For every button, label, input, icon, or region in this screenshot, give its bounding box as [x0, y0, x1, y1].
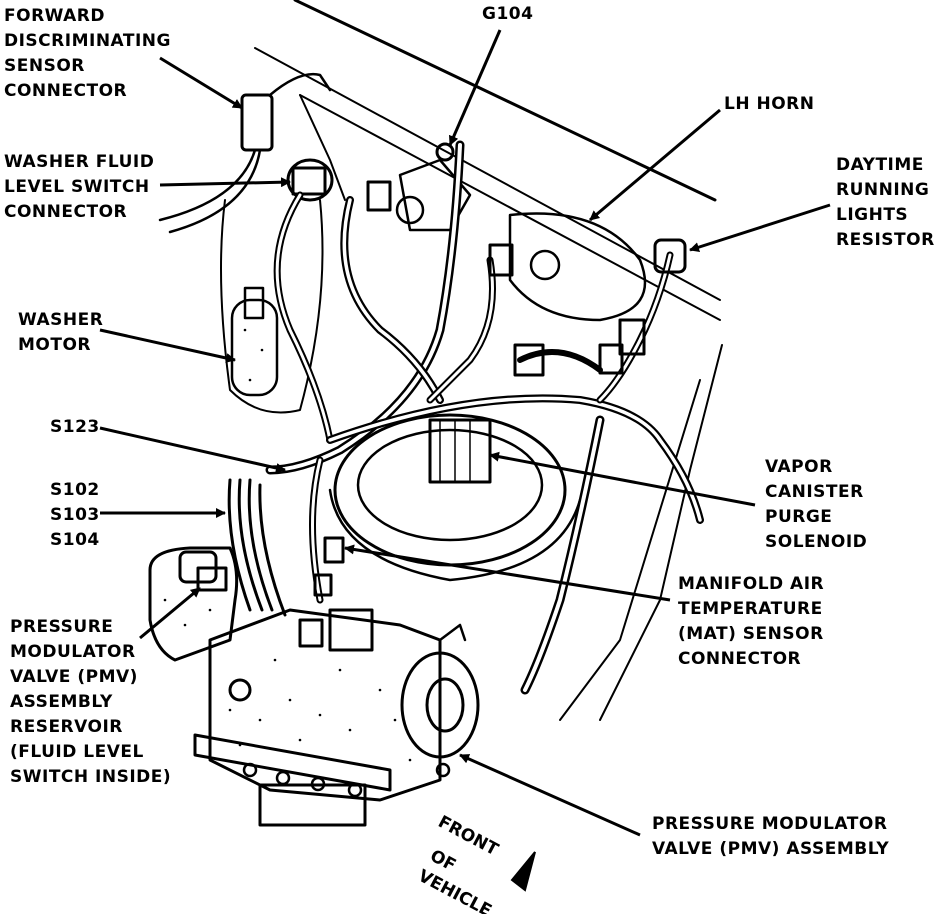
pmv-reservoir-arrow: [139, 586, 201, 640]
label-lh-horn: LH HORN: [724, 94, 815, 114]
label-pmv-assembly: PRESSURE MODULATOR VALVE (PMV) ASSEMBLY: [652, 814, 890, 859]
pmv-assembly-arrow: [459, 753, 641, 837]
s123-arrow: [99, 426, 286, 473]
label-g104: G104: [482, 4, 534, 24]
purge-solenoid-body: [428, 418, 492, 484]
vapor-canister-arrow: [489, 451, 756, 507]
lh-horn-arrow: [589, 108, 721, 222]
label-pmv-reservoir: PRESSURE MODULATOR VALVE (PMV) ASSEMBLY …: [10, 617, 172, 787]
g104-arrow: [448, 29, 502, 146]
label-washer-switch: WASHER FLUID LEVEL SWITCH CONNECTOR: [4, 152, 155, 222]
label-vapor-canister: VAPOR CANISTER PURGE SOLENOID: [765, 457, 868, 552]
label-forward-sensor: FORWARD DISCRIMINATING SENSOR CONNECTOR: [4, 6, 171, 101]
label-s123: S123: [50, 417, 100, 437]
fender-inner-edge: [254, 47, 721, 301]
label-mat-sensor: MANIFOLD AIR TEMPERATURE (MAT) SENSOR CO…: [678, 574, 825, 669]
label-s102-s104: S102 S103 S104: [50, 480, 100, 550]
label-drl-resistor: DAYTIME RUNNING LIGHTS RESISTOR: [836, 155, 935, 250]
drl-resistor-arrow: [689, 203, 831, 253]
mat-sensor-arrow: [344, 544, 671, 602]
washer-motor-body: [230, 298, 279, 397]
washer-motor-arrow: [99, 328, 236, 363]
front-direction-arrow: [510, 851, 536, 892]
fender-top-edge: [293, 0, 717, 202]
label-washer-motor: WASHER MOTOR: [18, 310, 104, 355]
forward-sensor-arrow: [159, 56, 243, 110]
washer-switch-arrow: [159, 177, 291, 188]
